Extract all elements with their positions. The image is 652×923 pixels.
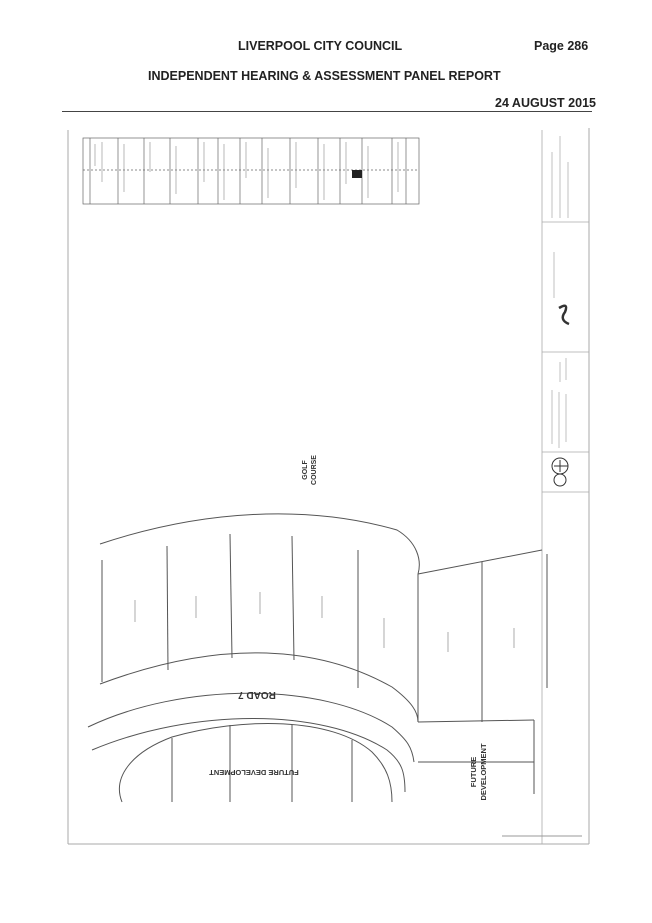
road-7 — [87, 652, 419, 793]
report-date: 24 AUGUST 2015 — [495, 96, 596, 110]
council-name: LIVERPOOL CITY COUNCIL — [238, 39, 403, 53]
future-development-label-east: FUTURE — [469, 757, 478, 787]
schedule-table-text-marks — [94, 142, 399, 200]
company-logo — [558, 304, 570, 326]
report-title: INDEPENDENT HEARING & ASSESSMENT PANEL R… — [148, 69, 501, 83]
lot-schedule-table — [82, 137, 420, 205]
title-block-text-marks — [551, 136, 569, 448]
header-rule — [62, 111, 592, 112]
page-number: Page 286 — [534, 39, 589, 53]
future-development-label: FUTURE DEVELOPMENT — [209, 768, 299, 777]
future-development-lots — [118, 723, 393, 803]
golf-course-label: GOLF — [302, 460, 309, 480]
drawing-border — [67, 128, 590, 845]
road-label: ROAD 7 — [238, 689, 276, 700]
north-arrow — [551, 457, 569, 487]
subdivision-plan-drawing: GOLF COURSE ROAD 7 FUTURE DEVELOPMENT FU… — [67, 128, 590, 845]
lot-boundaries — [99, 513, 548, 794]
schedule-marker — [352, 170, 362, 178]
future-development-label-east-line2: DEVELOPMENT — [479, 743, 488, 801]
lot-annotation-marks — [134, 592, 515, 652]
golf-course-label-line2: COURSE — [311, 455, 318, 485]
title-block — [541, 130, 589, 844]
